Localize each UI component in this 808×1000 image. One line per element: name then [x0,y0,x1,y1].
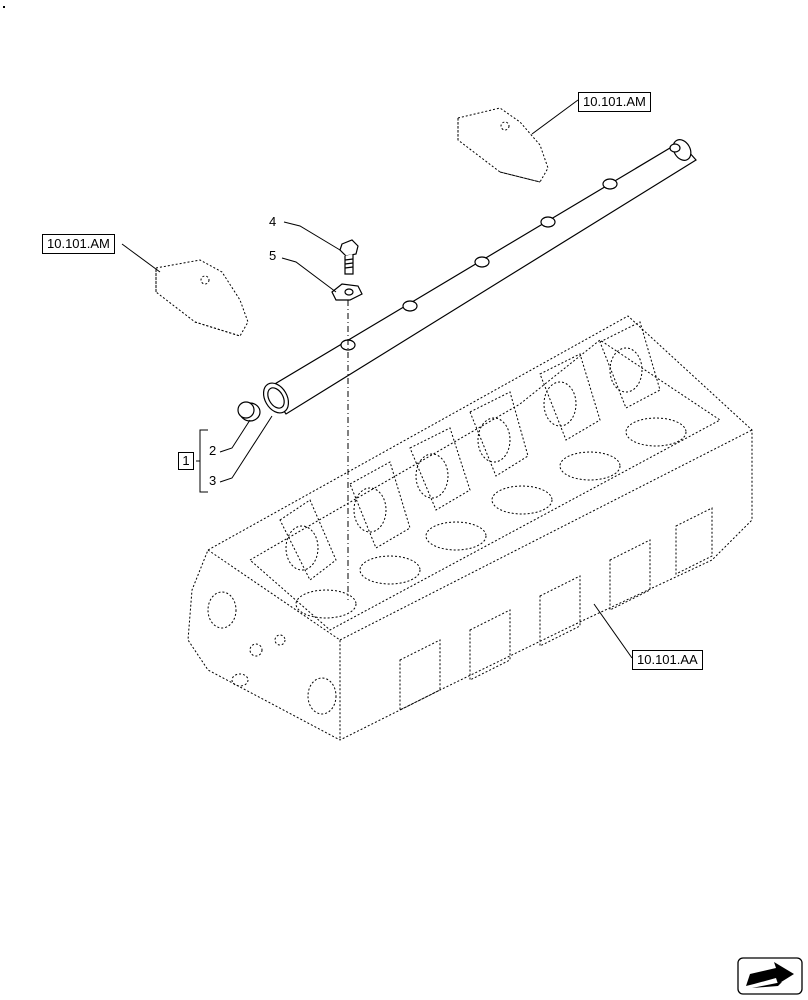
leader-top-right [531,99,579,135]
group-bracket [196,429,208,493]
ref-box-left[interactable]: 10.101.AM [42,234,115,254]
group-callout-1: 1 [178,452,194,470]
clamp [331,283,363,301]
phantom-cover-top-right [457,107,549,183]
phantom-cover-left [155,259,249,337]
callout-2: 2 [209,443,217,458]
leader-bottom [593,603,633,659]
next-page-button[interactable] [738,958,802,994]
ref-box-bottom[interactable]: 10.101.AA [632,650,703,670]
plug [237,401,261,422]
next-page-arrow-icon [737,957,803,995]
cylinder-head [187,315,753,741]
bolt [339,239,359,275]
callout-5: 5 [269,248,277,263]
callout-3: 3 [209,473,217,488]
callout-leaders [219,221,341,483]
corner-dot [3,6,5,8]
leader-left [121,243,161,273]
callout-4: 4 [269,214,277,229]
rocker-shaft [262,139,697,415]
ref-box-top-right[interactable]: 10.101.AM [578,92,651,112]
